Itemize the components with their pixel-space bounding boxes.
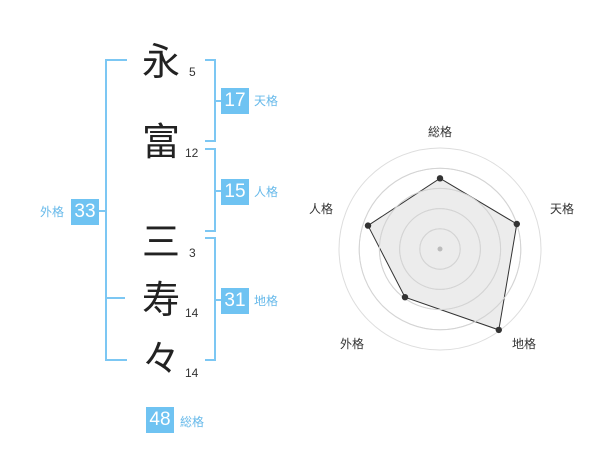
radar-ring-overlay-1 — [419, 228, 461, 270]
name-char-1: 永 — [142, 40, 181, 84]
radar-point-4 — [401, 294, 409, 301]
stroke-count-5: 14 — [185, 366, 199, 380]
radar-axis-label-chikaku: 地格 — [512, 337, 537, 351]
stroke-count-3: 3 — [189, 246, 196, 260]
soukaku-value-box: 48 — [146, 407, 174, 433]
tenkaku-bracket-tick — [214, 100, 222, 102]
tenkaku-label: 天格 — [254, 94, 279, 108]
stroke-count-1: 5 — [189, 65, 196, 79]
stroke-count-4: 14 — [185, 306, 199, 320]
name-char-3: 三 — [142, 220, 181, 264]
soukaku-label: 総格 — [180, 415, 205, 429]
radar-point-1 — [436, 175, 444, 182]
radar-point-3 — [495, 326, 502, 334]
gaikaku-label: 外格 — [40, 205, 65, 219]
radar-ring-overlay-2 — [399, 208, 481, 290]
gaikaku-bracket — [105, 59, 127, 361]
name-char-4: 寿 — [142, 278, 181, 322]
jinkaku-label: 人格 — [254, 185, 279, 199]
radar-ring-overlay-3 — [378, 187, 502, 311]
stroke-count-2: 12 — [185, 146, 199, 160]
radar-axis-label-tenkaku: 天格 — [550, 202, 575, 216]
radar-axis-label-jinkaku: 人格 — [309, 202, 334, 216]
gaikaku-bracket-mid-tick — [105, 297, 125, 299]
radar-ring-overlay-4 — [358, 167, 522, 331]
radar-center-point — [437, 246, 443, 252]
radar-point-5 — [364, 222, 372, 229]
chikaku-value-box: 31 — [221, 288, 249, 314]
jinkaku-bracket-tick — [214, 190, 222, 192]
gaikaku-value-box: 33 — [71, 199, 99, 225]
name-char-2: 富 — [142, 120, 181, 164]
chikaku-label: 地格 — [254, 294, 279, 308]
name-char-5: 々 — [142, 337, 181, 381]
radar-axis-label-gaikaku: 外格 — [340, 337, 365, 351]
radar-point-2 — [513, 220, 520, 228]
chikaku-bracket-tick — [214, 299, 222, 301]
jinkaku-value-box: 15 — [221, 179, 249, 205]
tenkaku-value-box: 17 — [221, 88, 249, 114]
radar-axis-label-soukaku: 総格 — [428, 125, 453, 139]
radar-data-polygon — [367, 177, 518, 331]
gaikaku-bracket-tick — [95, 210, 105, 212]
